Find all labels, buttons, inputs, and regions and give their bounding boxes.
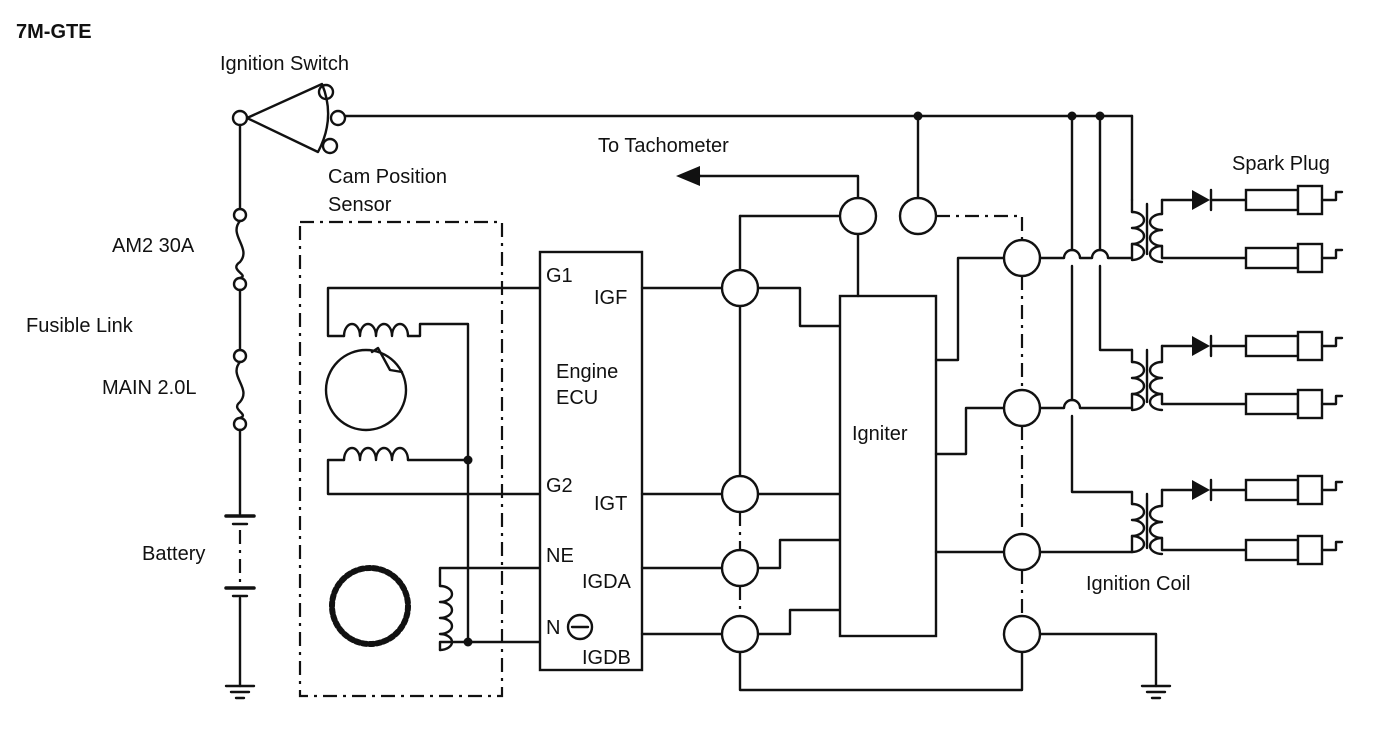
connector-node — [720, 614, 760, 654]
am2-label: AM2 30A — [112, 235, 195, 257]
battery-label: Battery — [142, 543, 205, 565]
ecu-pin-ne: NE — [546, 545, 574, 567]
ecu-pin-igt: IGT — [594, 493, 627, 515]
main-fusible-link — [232, 348, 248, 432]
ne-signal-rotor — [329, 565, 542, 652]
diode-icon — [1192, 480, 1210, 500]
connector-node — [1002, 532, 1042, 572]
connector-node — [720, 474, 760, 514]
spark-plug-2 — [1244, 242, 1344, 274]
main-link-label: MAIN 2.0L — [102, 377, 196, 399]
spark-plug-3 — [1244, 330, 1344, 362]
g1-pickup-coil — [324, 286, 542, 462]
ignition-switch-label: Ignition Switch — [220, 53, 349, 75]
connector-node — [1002, 614, 1042, 654]
ground-icon — [224, 684, 256, 700]
diode-icon — [1192, 336, 1210, 356]
spark-plug-6 — [1244, 534, 1344, 566]
ignition-coil-2 — [1130, 344, 1164, 412]
ignition-switch — [231, 82, 347, 155]
connector-node — [1002, 238, 1042, 278]
battery-symbol — [224, 514, 256, 598]
fusible-link-label: Fusible Link — [26, 315, 134, 337]
ignition-coil-3 — [1130, 488, 1164, 556]
connector-node — [1002, 388, 1042, 428]
ecu-pin-g1: G1 — [546, 265, 573, 287]
ecu-pin-igda: IGDA — [582, 571, 632, 593]
ecu-pin-n: N — [546, 617, 560, 639]
cam-sensor-label-line2: Sensor — [328, 194, 392, 216]
connector-node — [720, 548, 760, 588]
connector-node — [838, 196, 878, 236]
ecu-pin-g2: G2 — [546, 475, 573, 497]
minus-symbol-icon — [566, 613, 594, 641]
ignition-coil-label: Ignition Coil — [1086, 573, 1191, 595]
diagram-title: 7M-GTE — [16, 21, 92, 43]
ignition-coil-1 — [1130, 198, 1164, 264]
cam-sensor-label-line1: Cam Position — [328, 166, 447, 188]
tachometer-label: To Tachometer — [598, 135, 729, 157]
am2-fuse — [232, 207, 248, 292]
connector-node — [720, 268, 760, 308]
spark-plug-5 — [1244, 474, 1344, 506]
g2-pickup-coil — [326, 446, 542, 644]
spark-plug-1 — [1244, 184, 1344, 216]
spark-plug-4 — [1244, 388, 1344, 420]
diode-icon — [1192, 190, 1210, 210]
ecu-pin-igdb: IGDB — [582, 647, 631, 669]
ecu-pin-igf: IGF — [594, 287, 627, 309]
igniter-label: Igniter — [852, 423, 908, 445]
spark-plug-label: Spark Plug — [1232, 153, 1330, 175]
arrow-left-icon — [676, 166, 700, 186]
ground-icon — [1140, 684, 1172, 700]
connector-node — [898, 196, 938, 236]
ecu-name-line2: ECU — [556, 387, 598, 409]
igniter-box — [838, 294, 938, 638]
engine-ecu-box — [538, 250, 644, 672]
ecu-name-line1: Engine — [556, 361, 618, 383]
cam-sensor-housing — [298, 220, 504, 698]
